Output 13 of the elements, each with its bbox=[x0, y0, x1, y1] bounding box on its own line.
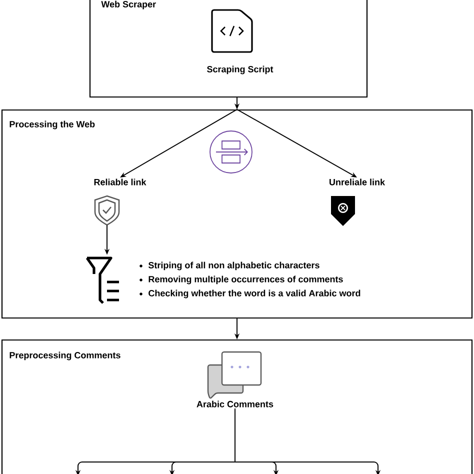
bullet-item: Checking whether the word is a valid Arabic word bbox=[140, 290, 360, 298]
step-label: Unreliale link bbox=[330, 178, 386, 186]
bullet-item: Removing multiple occurrences of comments bbox=[140, 276, 343, 284]
panel-title: Processing the Web bbox=[10, 120, 95, 130]
step-label: Reliable link bbox=[94, 178, 146, 186]
step-label: Scraping Script bbox=[207, 66, 274, 74]
arrow bbox=[234, 408, 381, 474]
shield-icon bbox=[94, 195, 120, 226]
panel-title: Web Scraper bbox=[101, 0, 156, 10]
step-label: Arabic Comments bbox=[196, 400, 274, 408]
filter-icon bbox=[86, 256, 120, 304]
panel-title: Preprocessing Comments bbox=[10, 352, 120, 360]
bullet-item: Striping of all non alphabetic characters bbox=[140, 262, 320, 270]
